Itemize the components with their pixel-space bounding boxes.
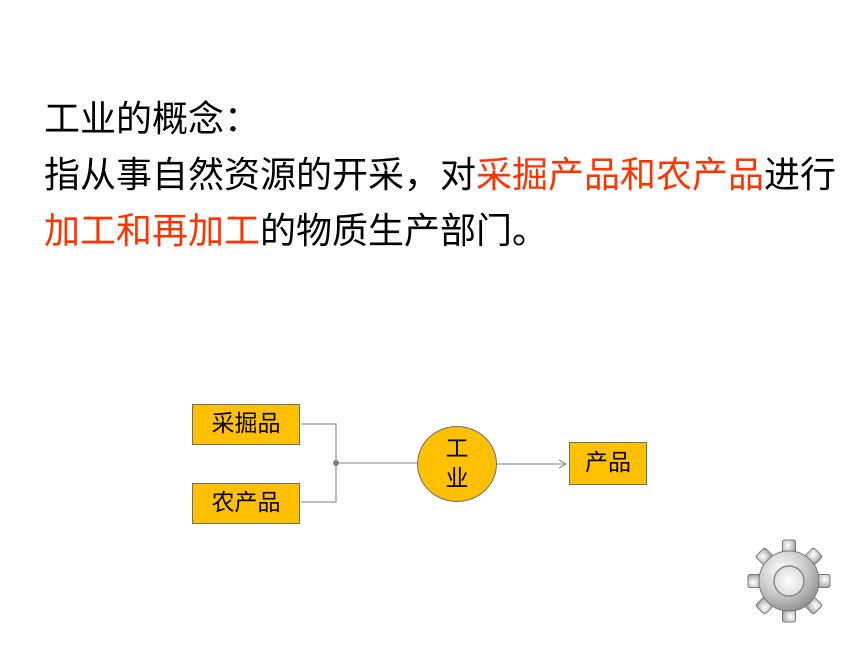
output-arrowhead	[558, 459, 568, 469]
definition-text: 工业的概念： 指从事自然资源的开采，对采掘产品和农产品进行加工和再加工的物质生产…	[44, 92, 844, 260]
definition-part-3: 的物质生产部门。	[260, 211, 549, 252]
mined-products-box: 采掘品	[192, 404, 300, 445]
industry-char-2: 业	[445, 466, 469, 492]
industry-node: 工 业	[417, 426, 497, 502]
definition-paragraph: 指从事自然资源的开采，对采掘产品和农产品进行加工和再加工的物质生产部门。	[44, 148, 844, 260]
gear-icon[interactable]	[745, 537, 833, 625]
output-products-label: 产品	[585, 450, 631, 476]
output-products-box: 产品	[569, 442, 647, 485]
mined-products-label: 采掘品	[211, 411, 281, 437]
definition-part-2: 进行	[764, 155, 837, 196]
input-bracket	[301, 423, 337, 503]
title-line: 工业的概念：	[44, 99, 261, 140]
junction-dot	[333, 460, 339, 466]
definition-part-1: 指从事自然资源的开采，对	[44, 155, 477, 196]
industry-char-1: 工	[445, 436, 469, 462]
highlight-products: 采掘产品和农产品	[476, 155, 765, 196]
agricultural-products-box: 农产品	[192, 483, 300, 524]
agricultural-products-label: 农产品	[211, 490, 281, 516]
highlight-processing: 加工和再加工	[44, 211, 261, 252]
